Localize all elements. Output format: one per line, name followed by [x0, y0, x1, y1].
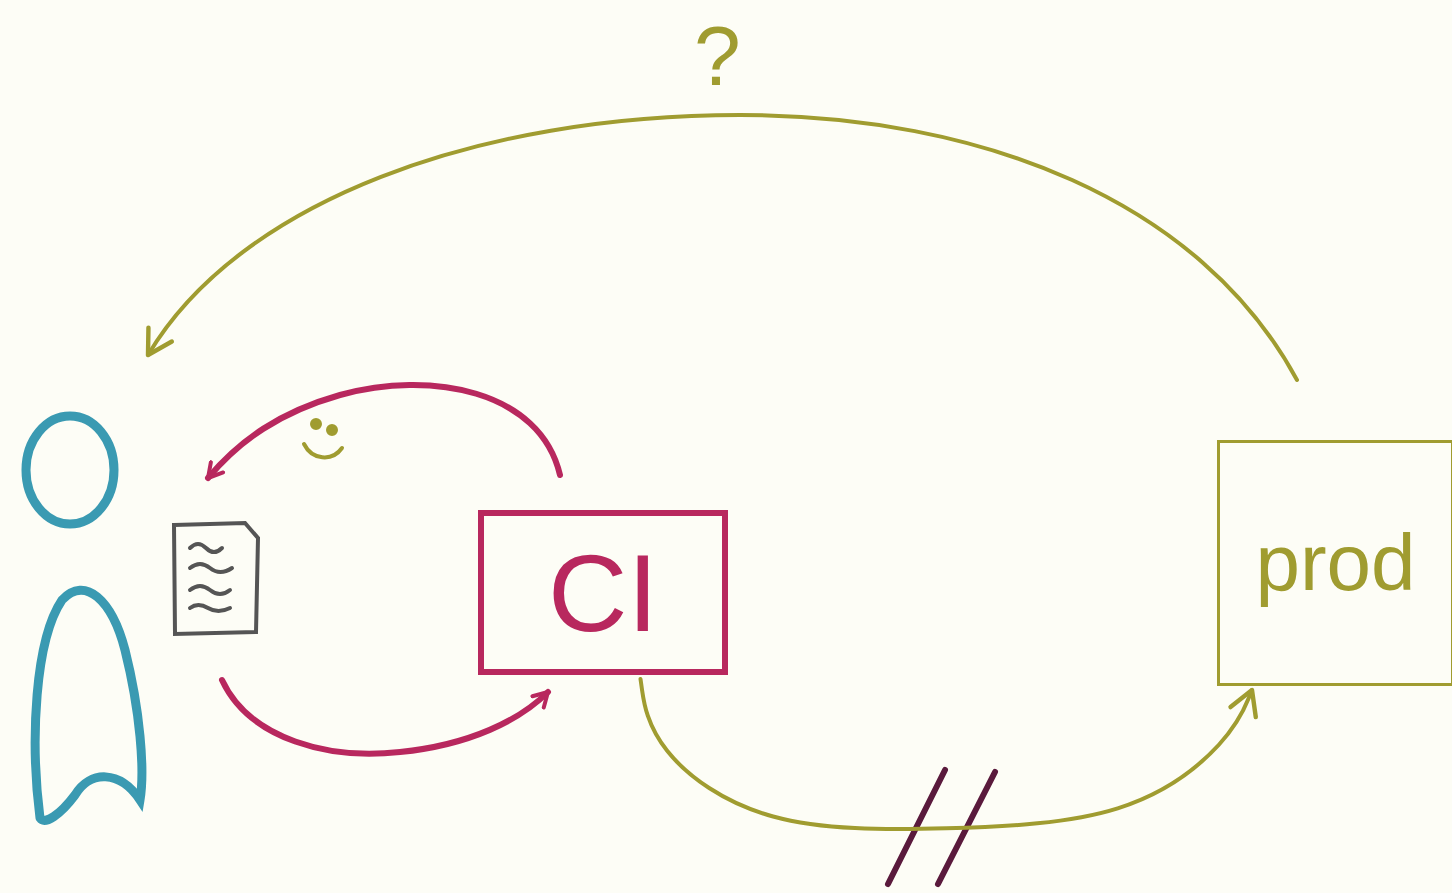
document-icon — [174, 523, 258, 634]
prod-feedback-arrow — [148, 115, 1297, 380]
feedback-arrow — [208, 385, 560, 478]
deploy-connector — [641, 679, 1253, 829]
document-outline — [174, 523, 258, 634]
person-head — [26, 416, 114, 524]
question-label: ? — [694, 14, 741, 98]
person-body — [35, 590, 142, 820]
node-text: CI — [548, 538, 658, 648]
person-figure — [26, 416, 142, 820]
push-arrow — [222, 680, 548, 754]
prod-box: prod — [1217, 440, 1452, 686]
node-text: prod — [1255, 523, 1415, 603]
document-scribble — [190, 544, 232, 611]
smiley-symbol — [304, 420, 342, 457]
ci-box: CI — [478, 510, 728, 675]
